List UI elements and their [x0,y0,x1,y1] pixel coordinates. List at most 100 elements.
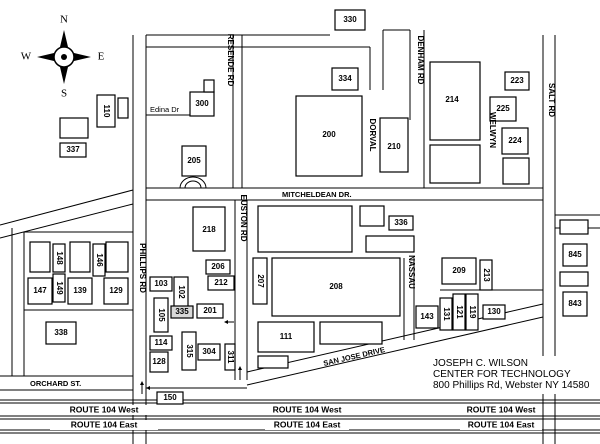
svg-text:130: 130 [487,307,501,316]
building-110[interactable]: 110 [96,94,129,128]
building-148[interactable]: 148 [52,243,66,273]
svg-text:210: 210 [387,142,401,151]
building-139[interactable]: 139 [67,277,93,305]
route104-west-left: ROUTE 104 West [70,404,139,414]
compass-n: N [60,14,68,26]
building-335[interactable]: 335 [170,305,194,319]
building-131[interactable]: 131 [439,297,453,331]
svg-text:128: 128 [152,357,166,366]
svg-text:334: 334 [338,74,352,83]
buildings: 330 334 300 200 205 214 223 225 224 210 … [27,9,589,405]
building-114[interactable]: 114 [149,335,173,351]
svg-text:330: 330 [343,15,357,24]
address-line2: CENTER FOR TECHNOLOGY [433,369,571,380]
road-label-denham: DENHAM RD [416,36,425,85]
svg-text:207: 207 [256,274,265,288]
svg-text:335: 335 [175,307,189,316]
building-214[interactable]: 214 [429,61,481,141]
svg-text:200: 200 [322,130,336,139]
building-129[interactable]: 129 [103,277,129,305]
building-200[interactable]: 200 [295,95,363,177]
address-line3: 800 Phillips Rd, Webster NY 14580 [433,380,590,391]
building-119[interactable]: 119 [465,293,479,331]
building-150[interactable]: 150 [156,391,184,405]
building-300[interactable]: 300 [189,79,215,117]
svg-text:149: 149 [55,281,64,295]
svg-text:131: 131 [442,307,451,321]
svg-text:206: 206 [211,262,225,271]
svg-text:205: 205 [187,156,201,165]
svg-text:208: 208 [329,282,343,291]
route104-west-right: ROUTE 104 West [467,404,536,414]
svg-text:143: 143 [420,312,434,321]
building-206[interactable]: 206 [205,259,231,275]
svg-text:843: 843 [568,299,582,308]
building-111[interactable]: 111 [257,321,315,353]
building-223[interactable]: 223 [504,71,530,91]
road-label-resende: RESENDE RD [226,34,235,87]
building-146[interactable]: 146 [92,243,106,277]
route104-west-center: ROUTE 104 West [273,404,342,414]
svg-text:103: 103 [154,279,168,288]
svg-text:212: 212 [214,278,228,287]
route104-east-center: ROUTE 104 East [274,419,341,429]
building-210[interactable]: 210 [379,117,409,173]
building-143[interactable]: 143 [415,305,439,329]
compass-rose: N S W E [21,14,105,100]
building-843[interactable]: 843 [562,291,588,317]
road-network [0,29,600,444]
svg-text:300: 300 [195,99,209,108]
address-line1: JOSEPH C. WILSON [433,358,528,369]
building-149[interactable]: 149 [52,273,66,303]
svg-text:224: 224 [508,136,522,145]
building-330[interactable]: 330 [334,9,366,31]
building-102[interactable]: 102 [173,276,189,308]
building-224[interactable]: 224 [501,127,529,155]
building-315[interactable]: 315 [181,331,197,371]
svg-text:304: 304 [202,347,216,356]
road-label-orchard: ORCHARD ST. [30,379,81,388]
svg-text:223: 223 [510,76,524,85]
building-218[interactable]: 218 [192,206,226,252]
svg-text:213: 213 [482,268,491,282]
building-205[interactable]: 205 [181,145,207,177]
building-213[interactable]: 213 [479,259,493,291]
building-334[interactable]: 334 [331,67,359,91]
road-label-nassau: NASSAU [407,255,416,289]
svg-text:105: 105 [157,308,166,322]
building-338[interactable]: 338 [45,321,77,345]
svg-text:121: 121 [455,305,464,319]
address-block: JOSEPH C. WILSON CENTER FOR TECHNOLOGY 8… [430,356,598,394]
building-147[interactable]: 147 [27,277,53,305]
svg-text:845: 845 [568,250,582,259]
road-label-euston: EUSTON RD [239,195,248,242]
building-130[interactable]: 130 [482,304,506,320]
svg-text:148: 148 [55,251,64,265]
building-207[interactable]: 207 [252,257,268,305]
building-128[interactable]: 128 [149,351,169,373]
svg-text:110: 110 [102,105,111,118]
building-201[interactable]: 201 [196,303,224,319]
building-225[interactable]: 225 [489,96,517,122]
building-121[interactable]: 121 [452,293,466,331]
building-209[interactable]: 209 [441,257,477,285]
building-208[interactable]: 208 [271,257,401,317]
svg-text:139: 139 [73,286,87,295]
svg-text:337: 337 [66,145,80,154]
building-845[interactable]: 845 [562,243,588,267]
building-336[interactable]: 336 [388,215,414,231]
building-304[interactable]: 304 [197,343,221,361]
svg-text:119: 119 [468,306,477,319]
svg-text:102: 102 [177,285,186,299]
building-105[interactable]: 105 [153,297,169,333]
building-311[interactable]: 311 [224,343,236,371]
building-212[interactable]: 212 [207,275,235,291]
compass-e: E [98,51,105,63]
direction-arrows [140,320,242,394]
building-337[interactable]: 337 [59,117,89,158]
compass-w: W [21,51,32,63]
building-103[interactable]: 103 [149,276,173,292]
svg-text:218: 218 [202,225,216,234]
